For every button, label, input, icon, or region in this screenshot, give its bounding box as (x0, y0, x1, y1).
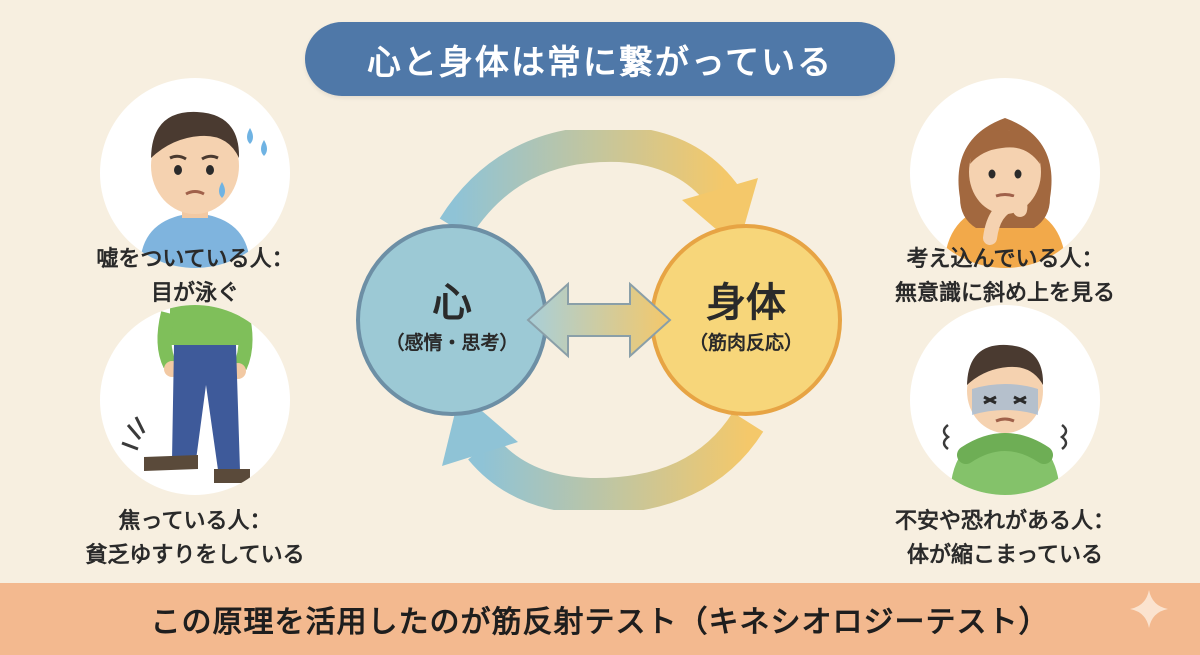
mind-subtitle: （感情・思考） (385, 332, 519, 354)
thinking-caption-line2: 無意識に斜め上を見る (894, 281, 1115, 306)
thinking-illustration (910, 78, 1100, 268)
impatient-illustration (100, 305, 290, 495)
liar-illustration (100, 78, 290, 268)
impatient-caption-line2: 貧乏ゆすりをしている (85, 543, 305, 568)
anxious-caption-line2: 体が縮こまっている (906, 543, 1104, 568)
anxious-caption: 不安や恐れがある人： 体が縮こまっている (855, 505, 1155, 573)
thinking-caption-line1: 考え込んでいる人： (906, 247, 1104, 272)
mind-label: 心 （感情・思考） (357, 278, 547, 358)
bidirectional-arrow (526, 281, 672, 359)
sparkle-icon (1130, 590, 1168, 628)
banner-text: この原理を活用したのが筋反射テスト（キネシオロジーテスト） (150, 605, 1050, 640)
mind-title: 心 (432, 280, 472, 326)
body-title: 身体 (706, 280, 786, 326)
thinking-caption: 考え込んでいる人： 無意識に斜め上を見る (855, 243, 1155, 311)
mind-body-cycle-diagram: 心 （感情・思考） 身体 （筋肉反応） (340, 125, 860, 515)
arrow-mind-to-body (439, 125, 740, 238)
body-label: 身体 （筋肉反応） (651, 278, 841, 358)
liar-caption: 嘘をついている人： 目が泳ぐ (45, 243, 345, 311)
anxious-caption-line1: 不安や恐れがある人： (894, 509, 1115, 534)
title-banner: 心と身体は常に繋がっている (305, 22, 895, 96)
impatient-caption-line1: 焦っている人： (118, 509, 272, 534)
liar-caption-line2: 目が泳ぐ (150, 281, 239, 306)
body-subtitle: （筋肉反応） (688, 332, 803, 354)
page-title: 心と身体は常に繋がっている (366, 42, 834, 83)
anxious-illustration (910, 305, 1100, 495)
arrow-body-to-mind (468, 411, 764, 515)
liar-caption-line1: 嘘をついている人： (96, 247, 294, 272)
bottom-banner: この原理を活用したのが筋反射テスト（キネシオロジーテスト） (0, 583, 1200, 655)
impatient-caption: 焦っている人： 貧乏ゆすりをしている (45, 505, 345, 573)
